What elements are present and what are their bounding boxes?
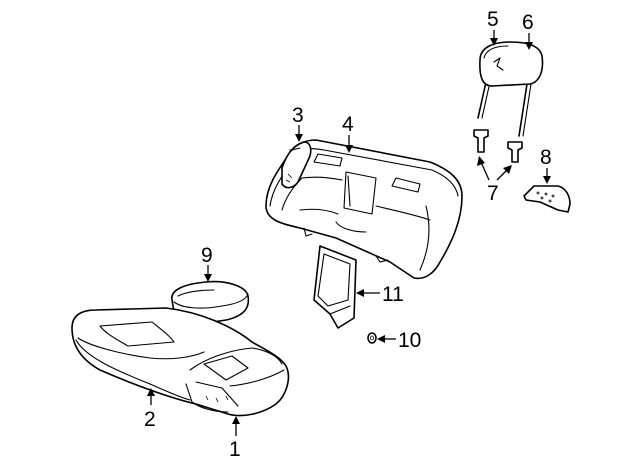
callouts: 1 2 3 4 5 6 7 8 9 10 11 — [144, 8, 552, 461]
callout-10: 10 — [398, 329, 421, 352]
trim-bracket — [523, 185, 571, 213]
callout-8: 8 — [540, 146, 552, 169]
callout-11: 11 — [382, 283, 404, 306]
callout-2: 2 — [144, 408, 156, 431]
callout-3: 3 — [292, 104, 304, 127]
callout-9: 9 — [201, 244, 213, 267]
armrest-cushion — [171, 280, 250, 323]
headrest — [477, 41, 544, 137]
callout-1: 1 — [229, 438, 241, 461]
seat-cushion — [71, 307, 290, 417]
clip — [367, 332, 377, 344]
seat-back — [265, 139, 463, 280]
headrest-guides — [473, 129, 523, 163]
pass-through-door — [313, 245, 357, 329]
leader-lines — [147, 30, 551, 436]
callout-4: 4 — [342, 113, 354, 136]
callout-6: 6 — [522, 11, 534, 34]
callout-7: 7 — [487, 182, 499, 205]
callout-5: 5 — [487, 8, 499, 31]
